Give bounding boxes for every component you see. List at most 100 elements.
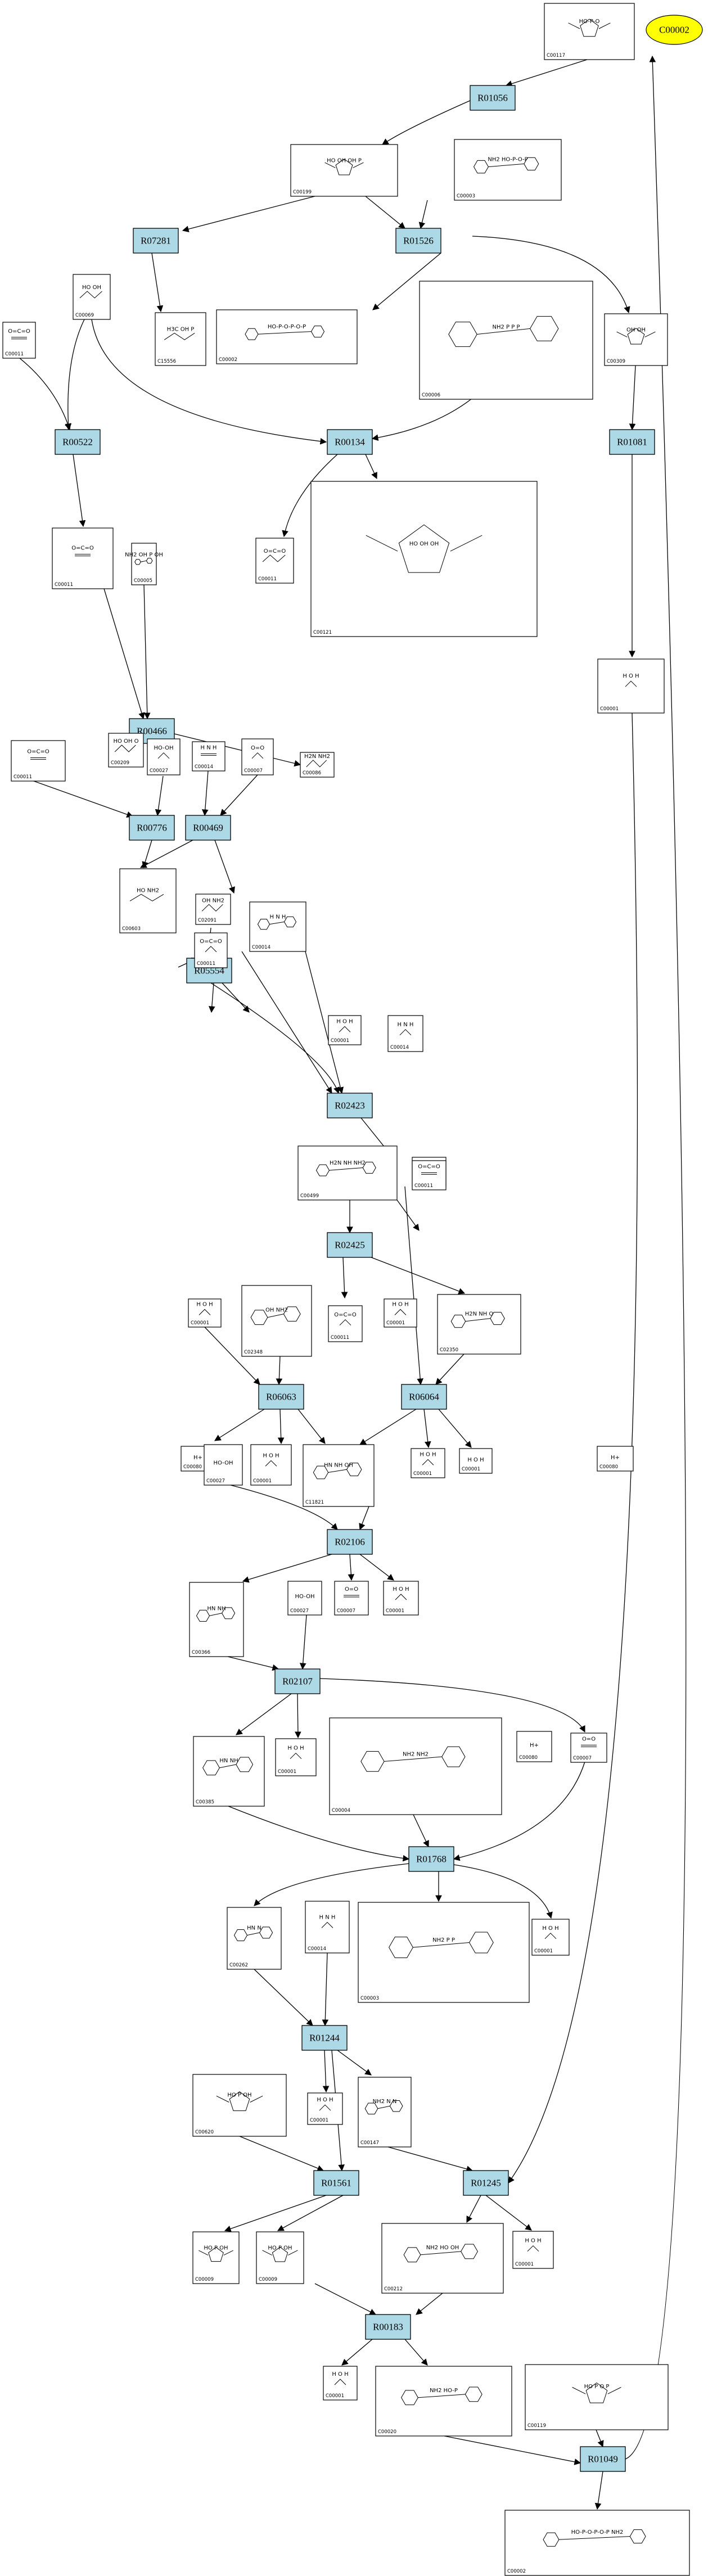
- reaction-r02423[interactable]: R02423: [327, 1093, 373, 1118]
- reaction-r01244[interactable]: R01244: [301, 2025, 348, 2051]
- reaction-r01049[interactable]: R01049: [580, 2446, 626, 2472]
- compound-structure-label: H O H: [623, 673, 639, 679]
- compound-id: C00011: [55, 582, 73, 588]
- reaction-r06064[interactable]: R06064: [401, 1384, 447, 1410]
- reaction-r00469[interactable]: R00469: [185, 815, 231, 841]
- reaction-r06063[interactable]: R06063: [258, 1384, 304, 1410]
- start-node-c00002[interactable]: C00002: [646, 15, 703, 45]
- reaction-r07281[interactable]: R07281: [133, 228, 179, 254]
- compound-c00080[interactable]: H+C00080: [516, 1731, 552, 1762]
- reaction-r01245[interactable]: R01245: [463, 2170, 509, 2196]
- compound-c00080[interactable]: H+C00080: [597, 1446, 634, 1472]
- compound-structure-label: NH2 N N: [373, 2099, 397, 2105]
- reaction-r01768[interactable]: R01768: [408, 1846, 454, 1872]
- reaction-r00183[interactable]: R00183: [365, 2314, 411, 2340]
- bond: [209, 1613, 222, 1616]
- compound-structure-label: HO OH O: [113, 738, 138, 745]
- bond: [328, 1469, 347, 1473]
- reaction-r00776[interactable]: R00776: [129, 815, 175, 841]
- compound-box: [188, 1298, 222, 1328]
- compound-structure-label: O=C=O: [71, 545, 94, 552]
- compound-id: C00086: [303, 770, 321, 776]
- reaction-r01526[interactable]: R01526: [395, 228, 441, 254]
- bond: [543, 2532, 560, 2547]
- reaction-r01056[interactable]: R01056: [470, 85, 516, 111]
- reaction-r02107[interactable]: R02107: [274, 1668, 321, 1694]
- compound-id: C00011: [13, 774, 32, 780]
- compound-c00011[interactable]: O=C=O C00011: [52, 527, 114, 589]
- compound-structure-label: O=C=O: [264, 548, 286, 554]
- reaction-edge: [322, 2050, 330, 2093]
- compound-structure-label: H O H: [287, 1745, 304, 1752]
- compound-structure-label: HO-OH: [154, 745, 174, 751]
- bond: [585, 2382, 608, 2403]
- reaction-r02106[interactable]: R02106: [327, 1529, 373, 1555]
- reaction-r02425[interactable]: R02425: [327, 1232, 373, 1258]
- reaction-r01561[interactable]: R01561: [313, 2170, 359, 2196]
- reaction-r01081[interactable]: R01081: [609, 429, 655, 455]
- reaction-r00134[interactable]: R00134: [327, 429, 373, 455]
- reaction-r00522[interactable]: R00522: [55, 429, 101, 455]
